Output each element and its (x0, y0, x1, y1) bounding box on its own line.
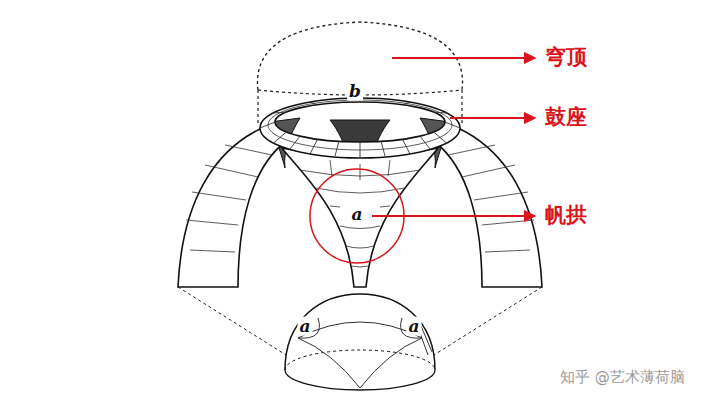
part-label: 鼓座 (545, 106, 587, 129)
watermark: 知乎 @艺术薄荷脑 (560, 369, 685, 386)
callout-letter: a (349, 205, 364, 224)
part-label: 帆拱 (545, 204, 587, 227)
callout-letter: a (406, 317, 421, 336)
callout-letter: a (297, 317, 312, 336)
callout-letter: b (347, 82, 363, 101)
part-label: 穹顶 (545, 46, 587, 69)
